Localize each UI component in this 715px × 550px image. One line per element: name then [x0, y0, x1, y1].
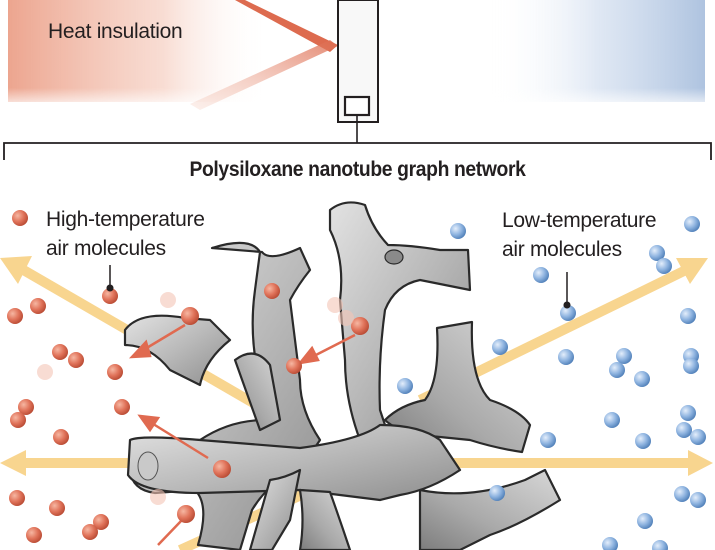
heat-reflection-arrow-icon [190, 0, 338, 110]
nanotube-network [123, 201, 562, 550]
arrow-head-icon [0, 256, 32, 284]
heat-insulation-label: Heat insulation [48, 20, 183, 43]
hot-molecules [7, 210, 369, 543]
legend-hot-molecule-icon [12, 210, 28, 226]
leader-lines [106, 265, 571, 309]
figure-title: Polysiloxane nanotube graph network [189, 158, 526, 181]
legend-cold-molecule-icon [684, 216, 700, 232]
cold-legend-line2: air molecules [502, 238, 622, 261]
hot-legend-line1: High-temperature [46, 208, 205, 231]
cold-molecules [397, 216, 706, 550]
cold-legend-line1: Low-temperature [502, 209, 657, 232]
hot-region [8, 0, 268, 102]
deflection-arrows [128, 323, 356, 546]
cold-region [490, 0, 705, 102]
insulation-panel [337, 0, 379, 143]
zoom-bracket [3, 142, 712, 160]
hot-legend-line2: air molecules [46, 237, 166, 260]
